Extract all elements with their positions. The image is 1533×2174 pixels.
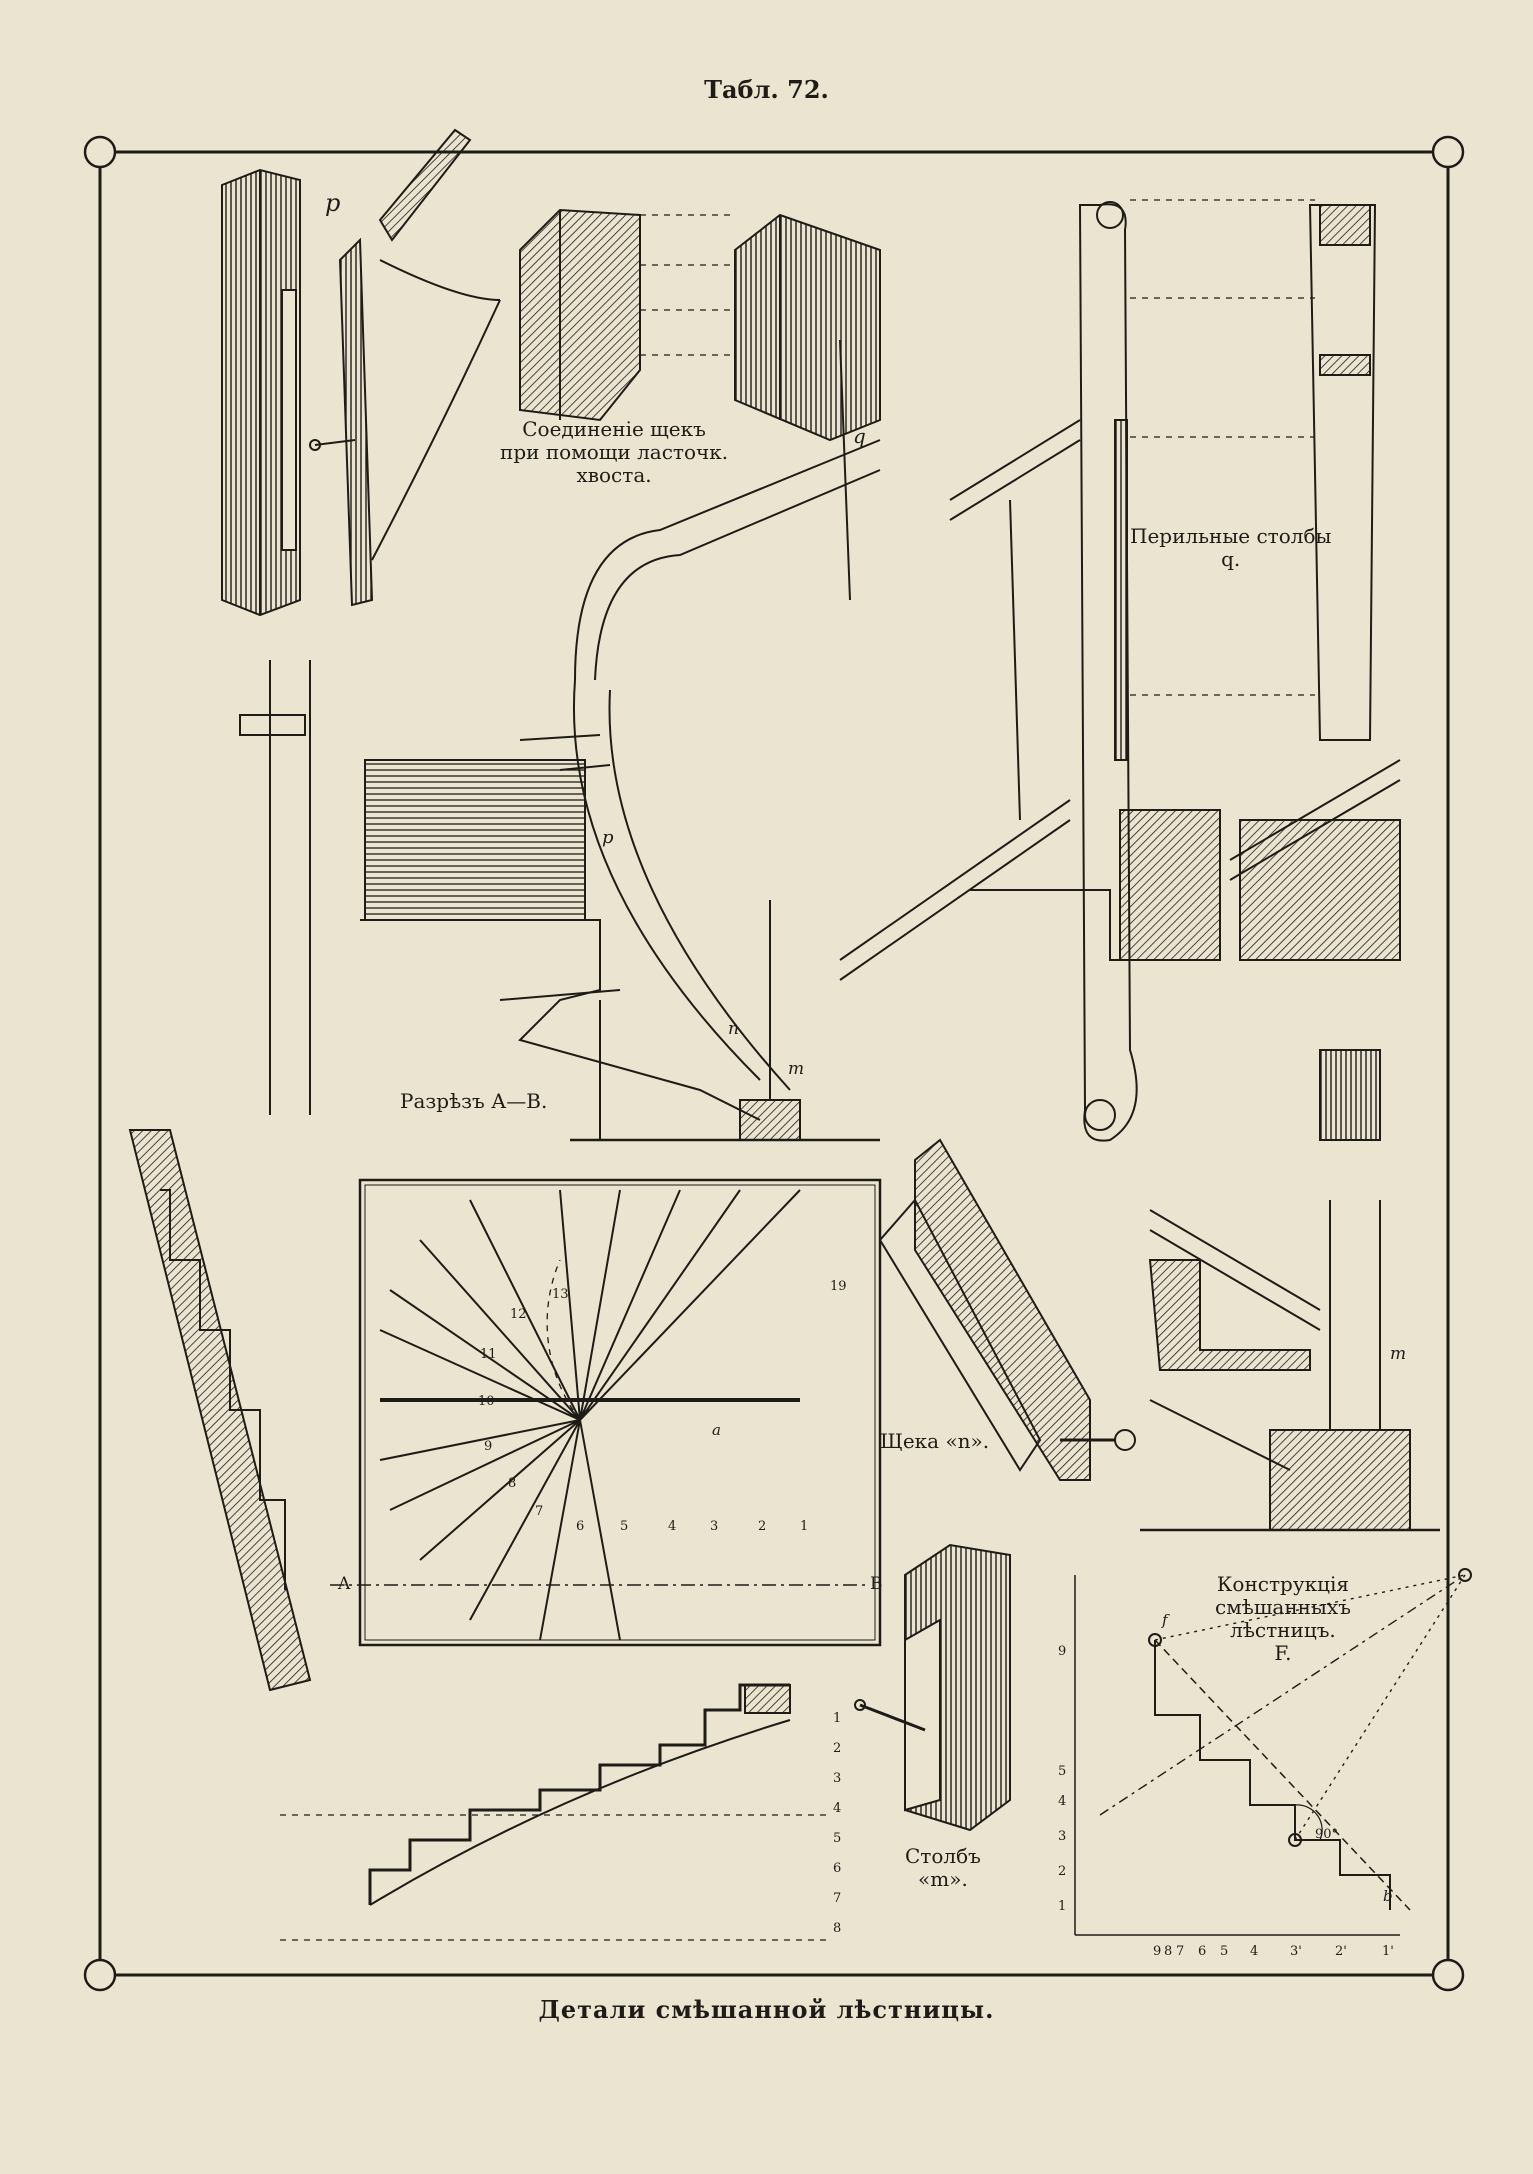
letter-p-lower: p — [602, 827, 614, 848]
section-caption: Разрѣзъ А—В. — [400, 1089, 548, 1113]
corner-circle-tl — [83, 135, 117, 169]
construction-diagram — [1074, 1568, 1472, 1936]
stair-plan-view — [330, 1178, 882, 1647]
construction-caption-line-4: F. — [1274, 1641, 1292, 1665]
construction-y-tick: 2 — [1058, 1864, 1066, 1879]
letter-f: f — [1162, 1611, 1168, 1629]
construction-caption-line-2: смѣшанныхъ — [1215, 1595, 1351, 1619]
construction-x-tick: 6 — [1198, 1944, 1206, 1959]
letter-n: n — [728, 1019, 739, 1039]
plan-tread-number: 4 — [668, 1519, 676, 1534]
plan-tread-number: 3 — [710, 1519, 718, 1534]
construction-x-tick: 1' — [1382, 1944, 1394, 1959]
plate-number: Табл. 72. — [704, 75, 829, 104]
plate-caption: Детали смѣшанной лѣстницы. — [538, 1995, 995, 2024]
angle-label: 90° — [1315, 1827, 1339, 1842]
curved-stringer-detail — [128, 1129, 312, 1692]
dovetail-caption-line-3: хвоста. — [576, 463, 652, 487]
plan-tread-number: 9 — [484, 1439, 492, 1454]
plan-tread-number: 7 — [535, 1504, 543, 1519]
riser-number: 5 — [833, 1831, 841, 1846]
corner-circle-bl — [83, 1958, 117, 1992]
riser-number: 8 — [833, 1921, 841, 1936]
plan-tread-number: 12 — [510, 1307, 527, 1322]
construction-y-tick: 9 — [1058, 1644, 1066, 1659]
letter-q: q — [853, 424, 866, 448]
construction-x-tick: 7 — [1176, 1944, 1184, 1959]
riser-number: 7 — [833, 1891, 841, 1906]
plan-tread-number: 2 — [758, 1519, 766, 1534]
spiral-stair-perspective — [239, 339, 881, 1142]
construction-x-tick: 5 — [1220, 1944, 1228, 1959]
dovetail-caption-line-1: Соединеніе щекъ — [522, 417, 706, 441]
plan-tread-number: 19 — [830, 1279, 847, 1294]
corner-circle-tr — [1431, 135, 1465, 169]
plate-frame — [98, 150, 1450, 1977]
letter-A: A — [338, 1574, 351, 1594]
riser-number: 2 — [833, 1741, 841, 1756]
plan-tread-number: 6 — [576, 1519, 584, 1534]
stringer-profile-detail — [221, 128, 501, 617]
construction-y-tick: 1 — [1058, 1899, 1066, 1914]
letter-a-plan: a — [712, 1421, 721, 1439]
construction-x-tick: 8 — [1164, 1944, 1172, 1959]
post-m-detail — [1140, 1200, 1440, 1532]
letter-B: B — [870, 1574, 883, 1594]
construction-x-tick: 2' — [1335, 1944, 1347, 1959]
newel-post-detail — [839, 199, 1401, 1142]
plan-tread-number: 8 — [508, 1476, 516, 1491]
winder-profile-detail — [280, 1683, 830, 1941]
string-n-caption: Щека «n». — [880, 1429, 990, 1453]
plan-tread-number: 11 — [480, 1347, 497, 1362]
newel-caption-line-2: q. — [1221, 547, 1241, 571]
post-m-caption-line-1: Столбъ — [905, 1844, 981, 1868]
construction-caption-line-3: лѣстницъ. — [1230, 1618, 1336, 1642]
riser-number: 3 — [833, 1771, 841, 1786]
construction-y-tick: 5 — [1058, 1764, 1066, 1779]
newel-caption-line-1: Перильные столбы — [1130, 524, 1332, 548]
dovetail-caption-line-2: при помощи ласточк. — [500, 440, 729, 464]
letter-m-section: m — [788, 1059, 805, 1079]
post-m-perspective — [854, 1543, 1011, 1832]
construction-x-tick: 4 — [1250, 1944, 1258, 1959]
dovetail-joint-detail — [519, 208, 881, 442]
riser-number: 6 — [833, 1861, 841, 1876]
newel-posts-caption: Перильные столбы q. — [1130, 525, 1331, 571]
riser-numbers: 1 2 3 4 5 6 7 8 — [833, 1711, 841, 1936]
plan-tread-number: 13 — [552, 1287, 569, 1302]
construction-caption-line-1: Конструкція — [1216, 1572, 1349, 1596]
riser-number: 4 — [833, 1801, 841, 1816]
plan-tread-number: 5 — [620, 1519, 628, 1534]
plan-tread-number: 1 — [800, 1519, 808, 1534]
letter-p-upper: p — [325, 189, 341, 217]
construction-y-tick: 3 — [1058, 1829, 1066, 1844]
string-n-detail — [878, 1138, 1136, 1481]
riser-number: 1 — [833, 1711, 841, 1726]
post-m-caption-line-2: «m». — [918, 1867, 968, 1891]
letter-m-post: m — [1390, 1344, 1407, 1364]
construction-x-tick: 9 — [1153, 1944, 1161, 1959]
post-m-caption: Столбъ «m». — [905, 1845, 981, 1891]
construction-y-tick: 4 — [1058, 1794, 1066, 1809]
construction-caption: Конструкція смѣшанныхъ лѣстницъ. F. — [1215, 1573, 1351, 1665]
letter-b: b — [1383, 1887, 1393, 1905]
construction-x-tick: 3' — [1290, 1944, 1302, 1959]
plan-tread-number: 10 — [478, 1394, 495, 1409]
corner-circle-br — [1431, 1958, 1465, 1992]
dovetail-joint-caption: Соединеніе щекъ при помощи ласточк. хвос… — [500, 418, 728, 487]
